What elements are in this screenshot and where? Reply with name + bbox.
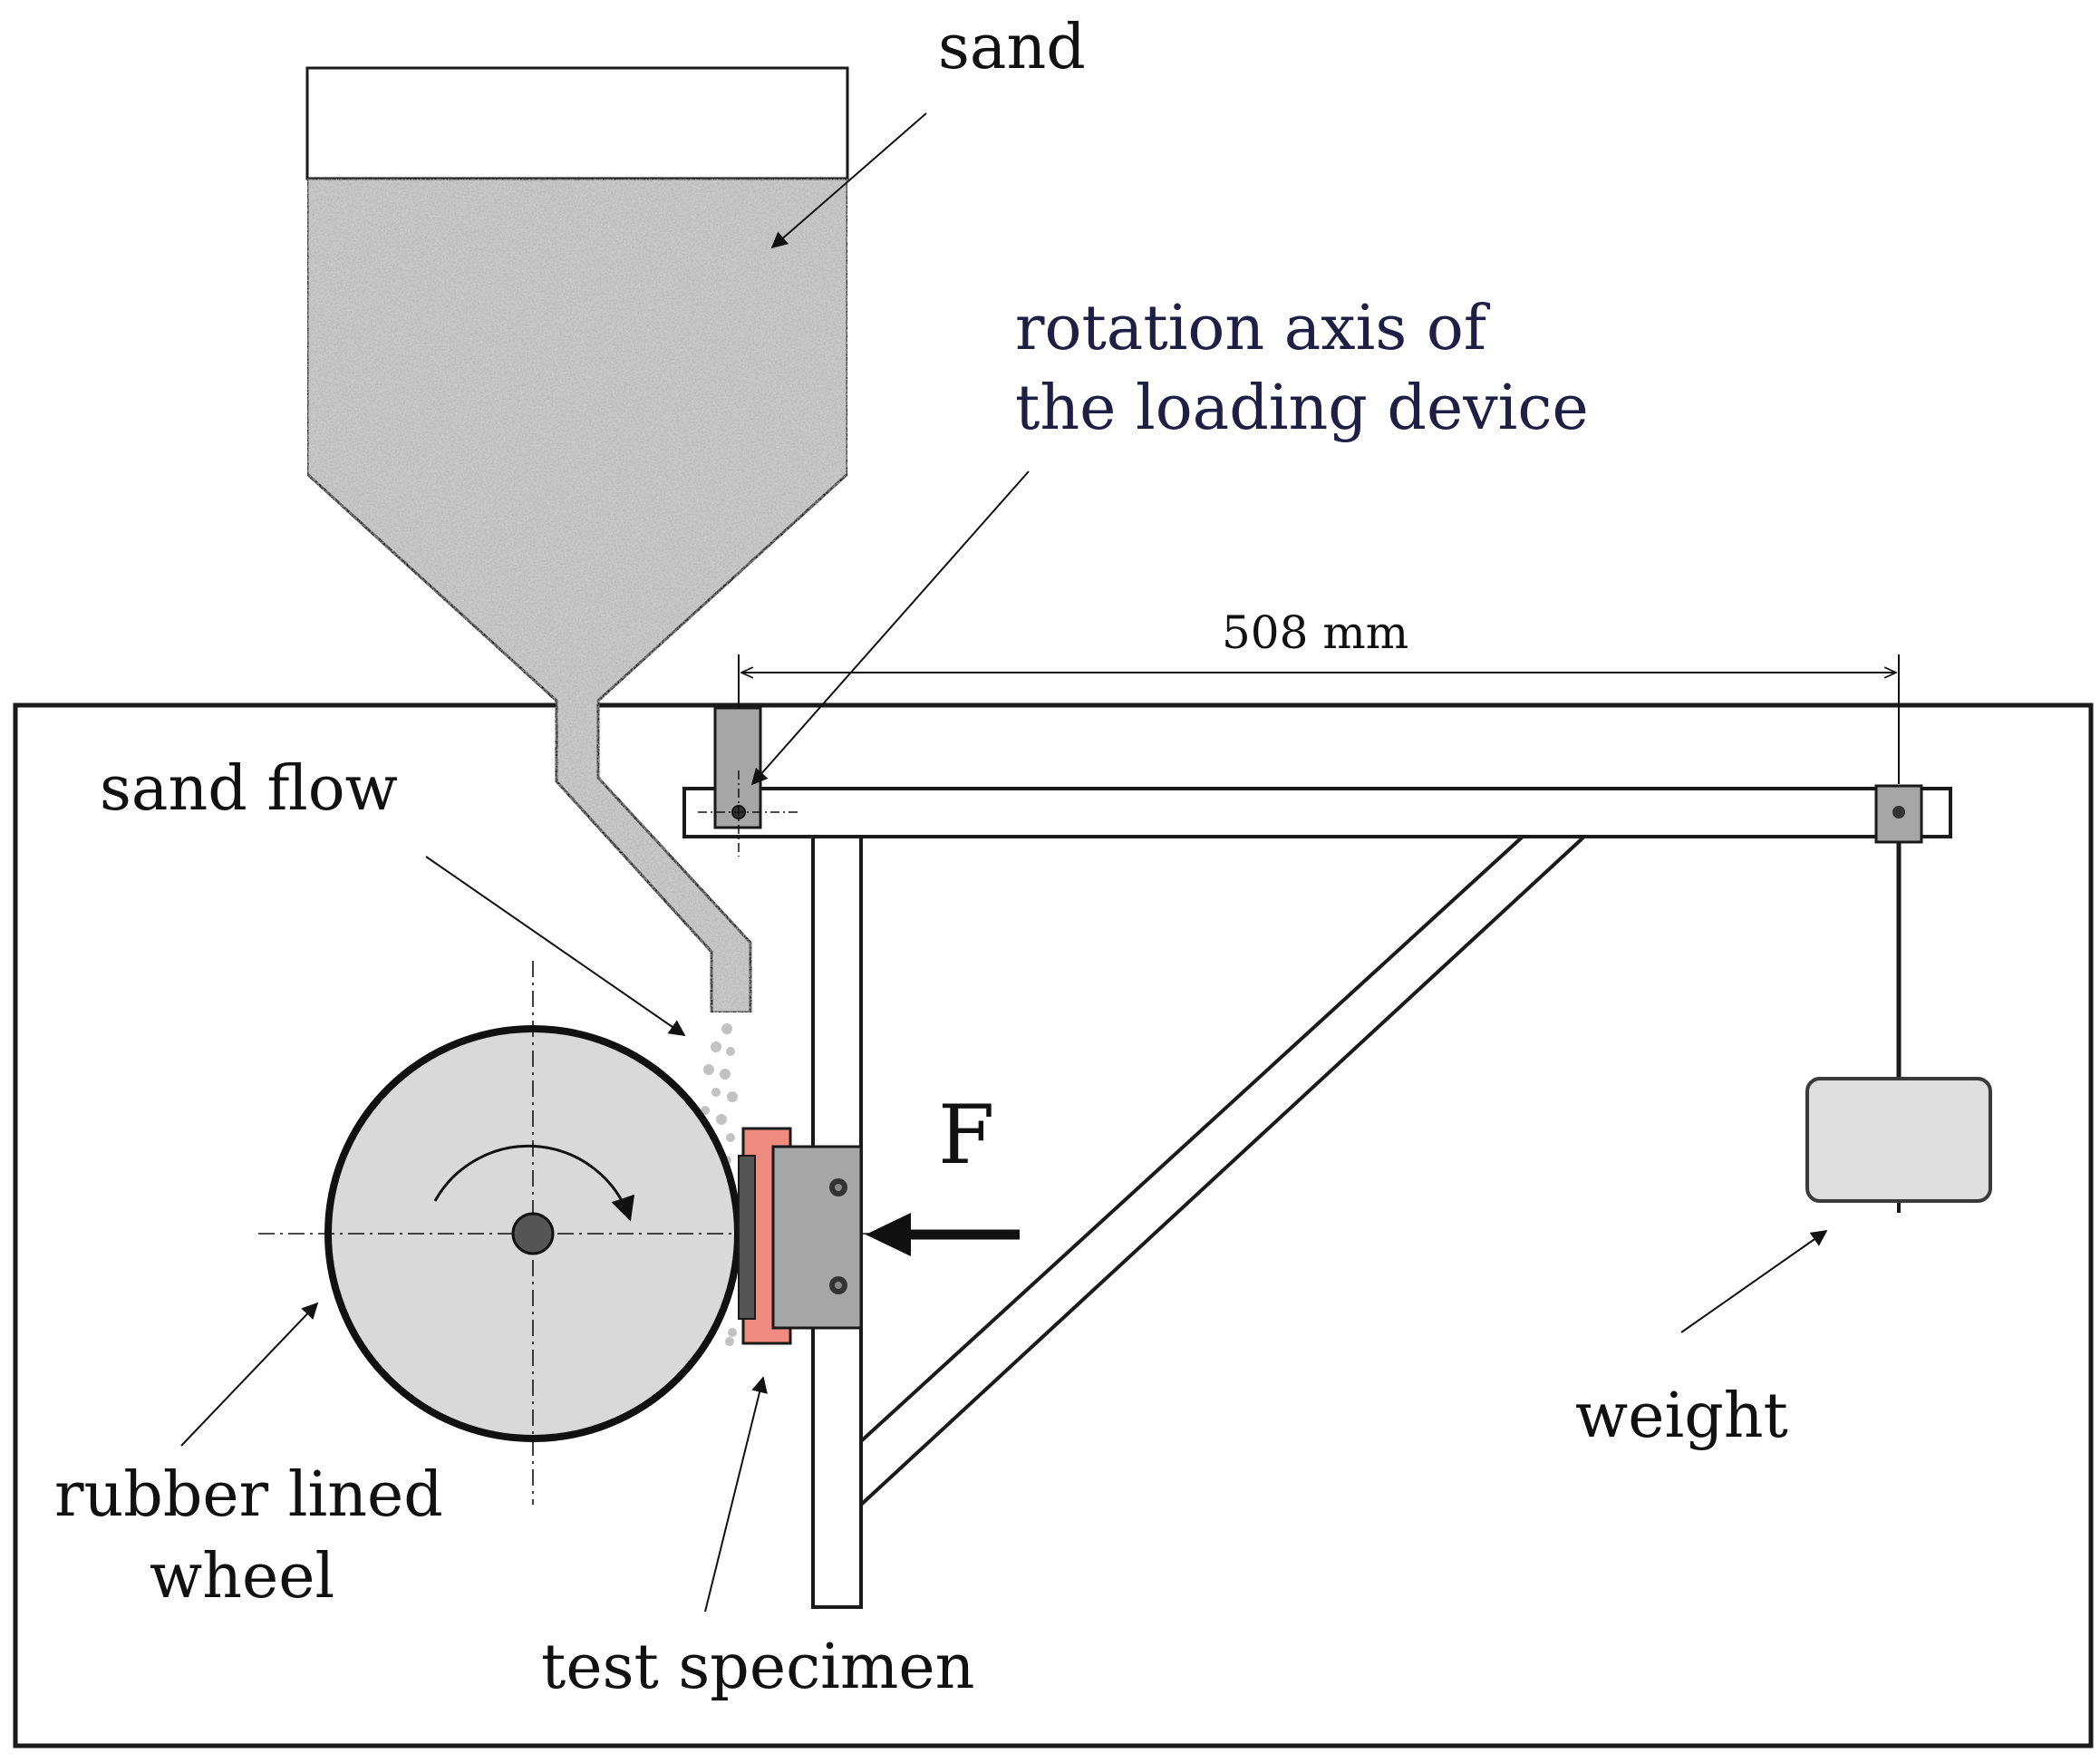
test-specimen-assembly — [738, 1127, 863, 1345]
label-sand-flow: sand flow — [100, 753, 398, 825]
weight-hanger — [1874, 784, 1923, 1213]
label-test-specimen: test specimen — [541, 1632, 974, 1703]
wheel-hub — [511, 1212, 555, 1255]
label-dimension: 508 mm — [1222, 606, 1408, 659]
rotation-direction-arrow — [433, 1144, 635, 1222]
sand-hopper — [305, 66, 849, 1014]
dimension-line — [738, 654, 1900, 784]
label-weight: weight — [1575, 1380, 1788, 1452]
label-sand: sand — [938, 12, 1086, 83]
label-rubber-wheel-2: wheel — [150, 1541, 334, 1613]
sand-flow-particles — [701, 1023, 738, 1346]
label-rotation-axis-1: rotation axis of — [1015, 293, 1491, 364]
machine-frame — [13, 702, 2094, 1748]
label-rubber-wheel-1: rubber lined — [54, 1459, 443, 1531]
leader-lines — [180, 112, 1828, 1613]
sand-flow-leader — [425, 856, 686, 1037]
weight-leader — [1680, 1229, 1828, 1333]
specimen-leader — [704, 1376, 768, 1613]
rotation-axis-leader — [750, 470, 1030, 786]
lever-arm — [682, 787, 1952, 838]
label-rotation-axis-2: the loading device — [1015, 373, 1589, 444]
force-arrow — [866, 1213, 1020, 1256]
specimen-holder — [771, 1145, 863, 1330]
weight-block — [1805, 1077, 1992, 1203]
wheel-leader — [180, 1302, 319, 1447]
lever-arm-assembly — [682, 787, 1952, 1609]
sand-leader — [770, 112, 927, 249]
label-force: F — [938, 1088, 994, 1183]
